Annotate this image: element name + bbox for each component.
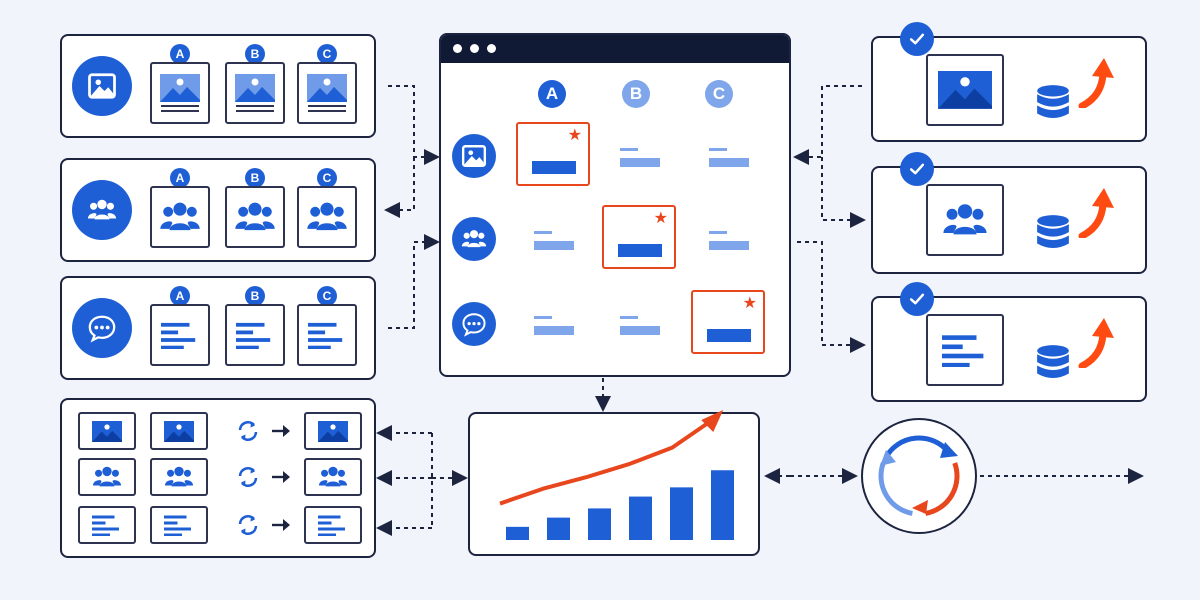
variant-card bbox=[225, 304, 285, 366]
trend-up-icon bbox=[1076, 186, 1116, 243]
star-icon: ★ bbox=[653, 210, 668, 227]
matrix-cell bbox=[691, 205, 769, 271]
variant-card bbox=[225, 186, 285, 248]
cycle-arrowhead bbox=[940, 442, 958, 458]
cycle-arrow-light bbox=[878, 462, 913, 516]
variant-card bbox=[150, 186, 210, 248]
variant-card bbox=[150, 62, 210, 124]
variant-badge: A bbox=[170, 168, 190, 188]
variant-badge: C bbox=[317, 168, 337, 188]
check-icon bbox=[900, 282, 934, 316]
refresh-icon bbox=[236, 465, 260, 494]
winning-thumb bbox=[304, 412, 362, 450]
window-dot bbox=[470, 44, 479, 53]
winning-cell: ★ bbox=[516, 122, 590, 186]
cycle-arrowhead bbox=[912, 500, 928, 514]
column-badge: C bbox=[705, 80, 733, 108]
variant-thumb bbox=[78, 412, 136, 450]
winning-thumb bbox=[304, 458, 362, 496]
window-titlebar bbox=[441, 35, 789, 63]
matrix-cell bbox=[516, 290, 594, 356]
variant-card bbox=[297, 304, 357, 366]
database-icon bbox=[1036, 344, 1070, 390]
variant-badge: B bbox=[245, 168, 265, 188]
connector-line bbox=[821, 157, 866, 228]
check-icon bbox=[900, 22, 934, 56]
window-dot bbox=[487, 44, 496, 53]
matrix-cell bbox=[516, 205, 594, 271]
growth-bar bbox=[711, 470, 734, 540]
variant-badge: B bbox=[245, 286, 265, 306]
variant-thumb bbox=[150, 506, 208, 544]
variant-card bbox=[225, 62, 285, 124]
matrix-cell bbox=[602, 290, 680, 356]
connector-line bbox=[793, 85, 862, 165]
variant-badge: B bbox=[245, 44, 265, 64]
database-icon bbox=[1036, 84, 1070, 130]
result-card bbox=[926, 54, 1004, 126]
refresh-icon bbox=[236, 513, 260, 542]
arrow-right-icon bbox=[270, 421, 292, 446]
cycle-arrow-orange bbox=[925, 462, 960, 516]
variant-badge: C bbox=[317, 286, 337, 306]
variant-thumb bbox=[150, 458, 208, 496]
variant-thumb bbox=[150, 412, 208, 450]
variant-badge: A bbox=[170, 44, 190, 64]
check-icon bbox=[900, 152, 934, 186]
growth-bar bbox=[588, 508, 611, 540]
people-icon bbox=[452, 217, 496, 261]
arrow-right-icon bbox=[270, 467, 292, 492]
chat-icon bbox=[72, 298, 132, 358]
variant-card bbox=[297, 62, 357, 124]
growth-bar bbox=[547, 517, 570, 540]
winning-cell: ★ bbox=[602, 205, 676, 269]
matrix-cell bbox=[602, 122, 680, 188]
variant-thumb bbox=[78, 458, 136, 496]
database-icon bbox=[1036, 214, 1070, 260]
star-icon: ★ bbox=[742, 295, 757, 312]
result-card bbox=[926, 314, 1004, 386]
connector-line bbox=[384, 157, 415, 218]
growth-bar bbox=[506, 526, 529, 540]
trend-up-icon bbox=[1076, 316, 1116, 373]
trend-arrowhead bbox=[701, 410, 724, 432]
variant-thumb bbox=[78, 506, 136, 544]
image-icon bbox=[452, 134, 496, 178]
result-card bbox=[926, 184, 1004, 256]
window-dot bbox=[453, 44, 462, 53]
column-badge: A bbox=[538, 80, 566, 108]
winning-thumb bbox=[304, 506, 362, 544]
variant-badge: A bbox=[170, 286, 190, 306]
variant-card bbox=[150, 304, 210, 366]
connector-line bbox=[388, 85, 440, 165]
chat-icon bbox=[452, 302, 496, 346]
trend-line bbox=[499, 416, 717, 506]
winning-cell: ★ bbox=[691, 290, 765, 354]
variant-badge: C bbox=[317, 44, 337, 64]
variant-card bbox=[297, 186, 357, 248]
connector-line bbox=[797, 241, 866, 353]
refresh-icon bbox=[236, 419, 260, 448]
star-icon: ★ bbox=[567, 127, 582, 144]
people-icon bbox=[72, 180, 132, 240]
trend-up-icon bbox=[1076, 56, 1116, 113]
column-badge: B bbox=[622, 80, 650, 108]
growth-bar bbox=[629, 496, 652, 540]
matrix-cell bbox=[691, 122, 769, 188]
cycle-arrow-blue bbox=[883, 435, 951, 459]
image-icon bbox=[72, 56, 132, 116]
arrow-right-icon bbox=[270, 515, 292, 540]
cycle-arrowhead bbox=[880, 450, 896, 466]
growth-bar bbox=[670, 487, 693, 540]
connector-line bbox=[388, 234, 440, 329]
